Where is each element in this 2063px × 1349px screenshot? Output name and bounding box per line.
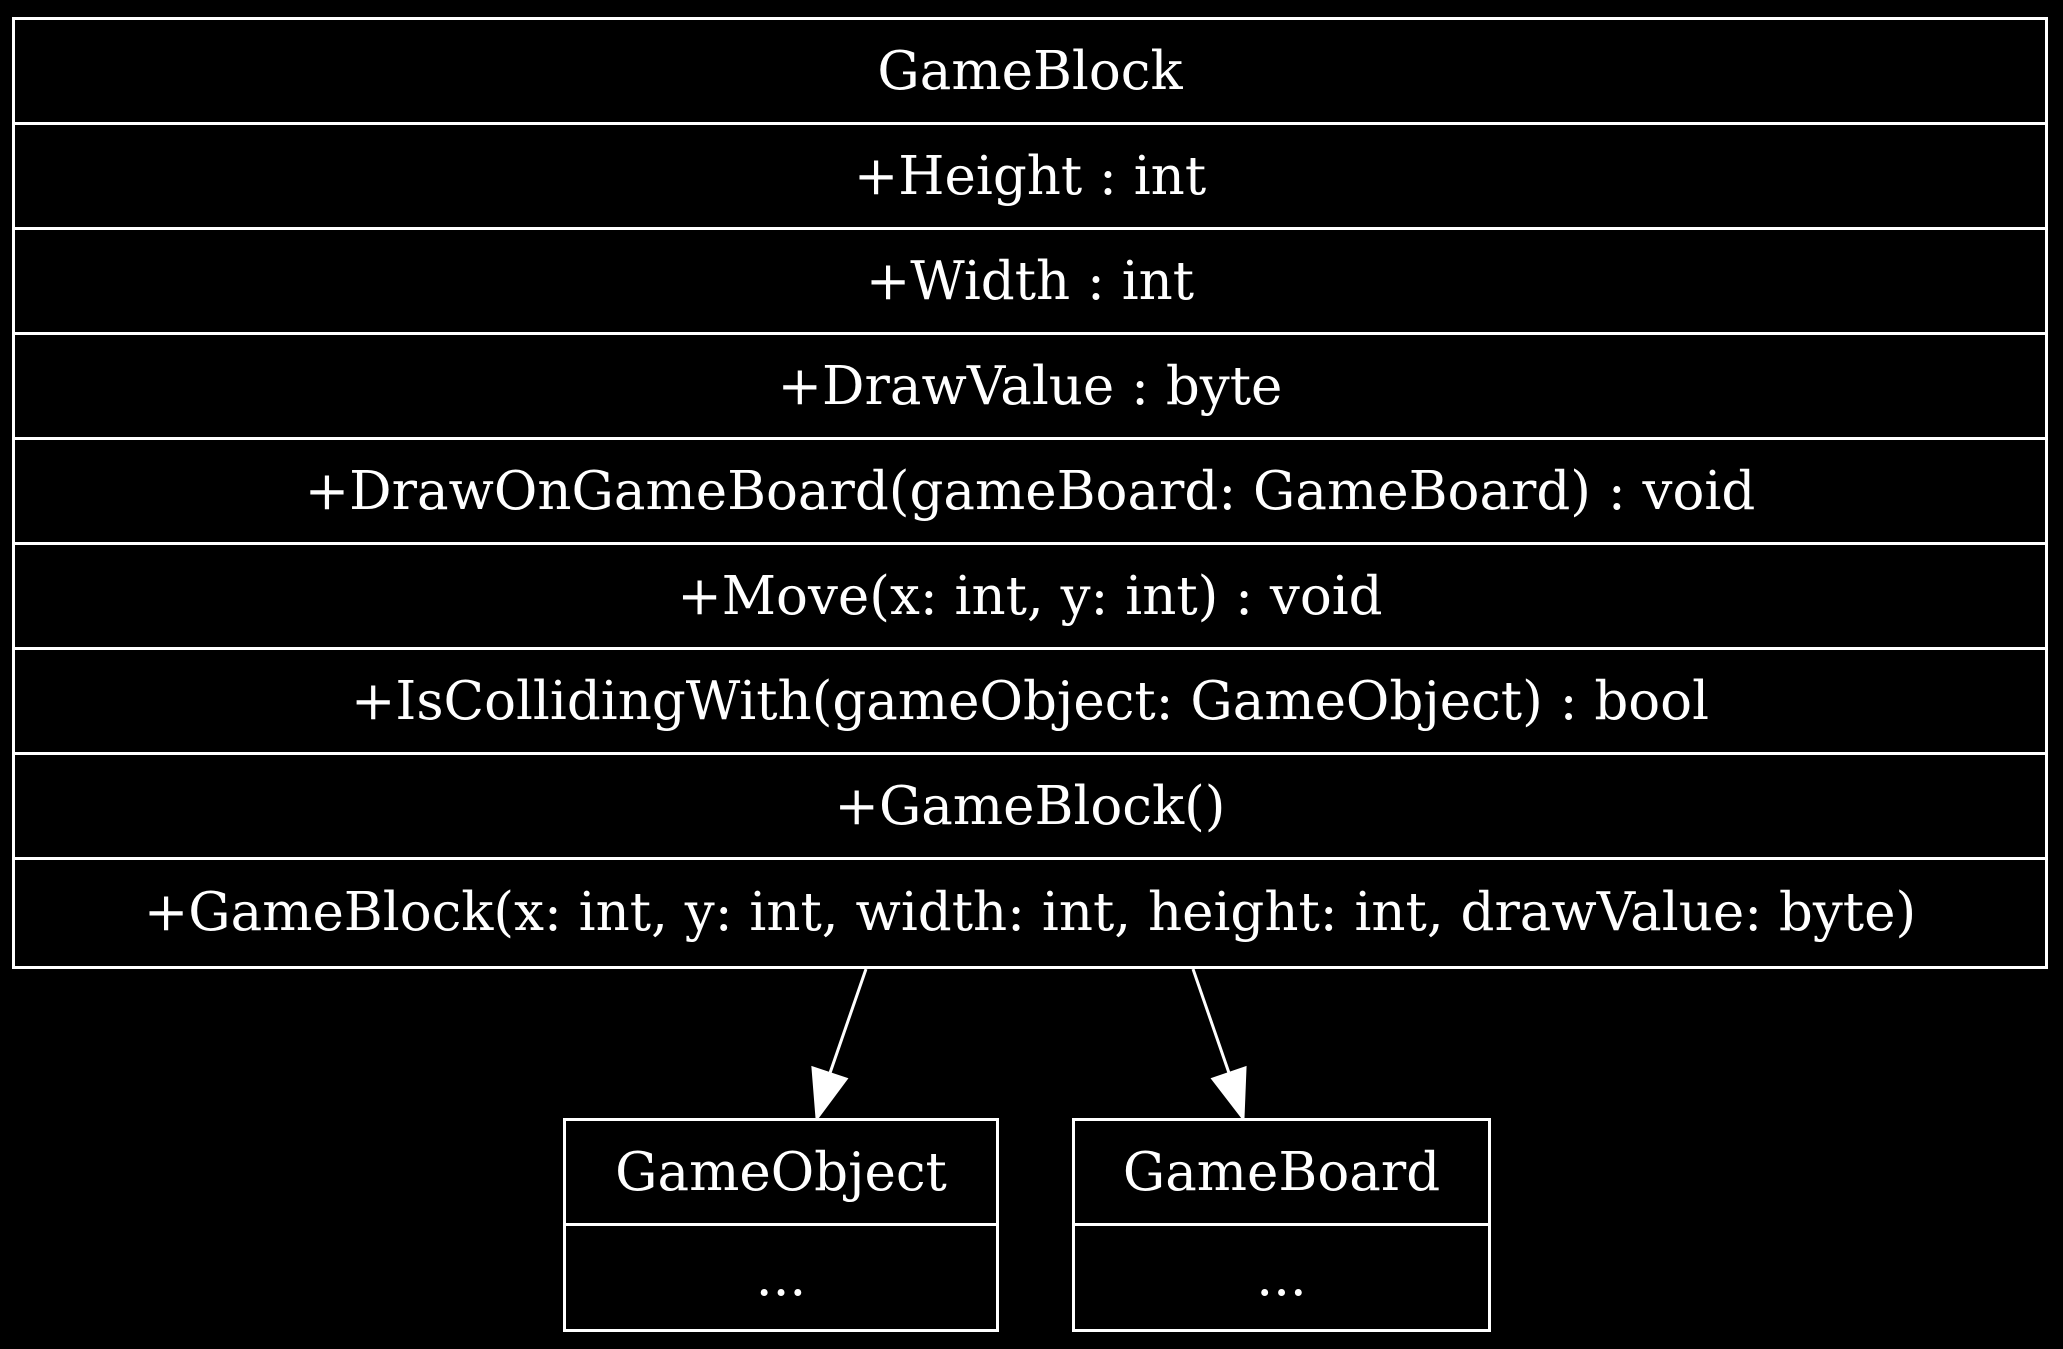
method-drawongameboard: +DrawOnGameBoard(gameBoard: GameBoard) :… (15, 440, 2045, 545)
class-body: ... (755, 1247, 807, 1308)
constructor-full: +GameBlock(x: int, y: int, width: int, h… (143, 881, 1917, 943)
attribute-width: +Width : int (15, 230, 2045, 335)
constructor-default: +GameBlock() (15, 755, 2045, 860)
method-move: +Move(x: int, y: int) : void (15, 545, 2045, 650)
arrowhead-gameobject (811, 1065, 849, 1123)
class-gameobject[interactable]: GameObject ... (563, 1118, 999, 1332)
edge-gameblock-to-gameboard (1191, 968, 1247, 1123)
class-gameblock[interactable]: GameBlock +Height : int +Width : int +Dr… (12, 17, 2048, 969)
class-name: GameObject (566, 1121, 996, 1226)
attribute-height: +Height : int (15, 125, 2045, 230)
edge-gameblock-to-gameobject (811, 968, 868, 1123)
class-name: GameBlock (15, 20, 2045, 125)
class-body: ... (1256, 1247, 1307, 1308)
class-gameboard[interactable]: GameBoard ... (1072, 1118, 1491, 1332)
class-name: GameBoard (1075, 1121, 1488, 1226)
method-iscollidingwith: +IsCollidingWith(gameObject: GameObject)… (15, 650, 2045, 755)
attribute-drawvalue: +DrawValue : byte (15, 335, 2045, 440)
arrowhead-gameboard (1210, 1065, 1247, 1123)
